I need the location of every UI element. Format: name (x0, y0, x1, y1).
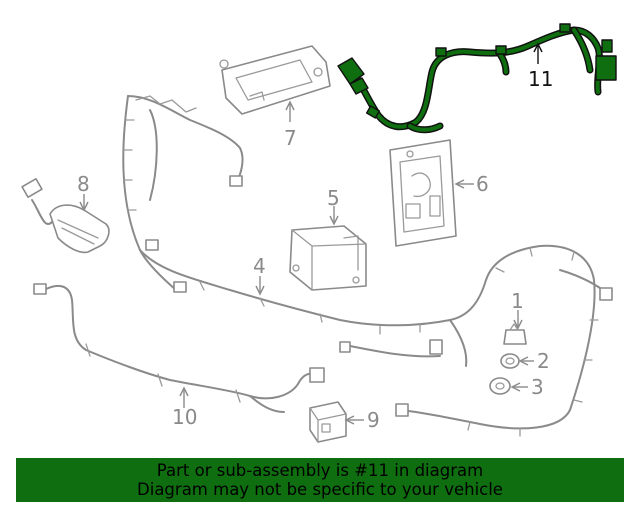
part-8-sensor-bracket[interactable] (21, 178, 110, 254)
part-4-main-harness[interactable] (122, 95, 613, 437)
callout-7: 7 (284, 126, 297, 150)
callout-2: 2 (537, 349, 550, 373)
parts-diagram: 11 7 6 5 8 4 1 2 3 10 9 (21, 23, 617, 443)
part-9-connector-block[interactable] (309, 401, 347, 443)
callout-4: 4 (253, 254, 266, 278)
part-2-grommet[interactable] (500, 353, 520, 369)
part-10-harness[interactable] (33, 283, 325, 413)
part-1-clip[interactable] (503, 323, 527, 345)
callout-9: 9 (367, 408, 380, 432)
notice-line-1: Part or sub-assembly is #11 in diagram (156, 461, 484, 480)
part-6-mounting-bracket[interactable] (389, 139, 457, 247)
callout-6: 6 (476, 172, 489, 196)
notice-line-2: Diagram may not be specific to your vehi… (137, 480, 503, 499)
part-5-sensor-module[interactable] (289, 225, 367, 291)
part-3-washer[interactable] (489, 377, 511, 395)
callout-3: 3 (531, 375, 544, 399)
callout-leaders (79, 42, 543, 425)
notice-banner: Part or sub-assembly is #11 in diagram D… (16, 458, 624, 502)
callout-1: 1 (511, 289, 524, 313)
part-7-module-bracket[interactable] (219, 45, 331, 115)
callout-5: 5 (327, 186, 340, 210)
part-11-wiring-harness[interactable] (337, 23, 617, 134)
callout-10: 10 (172, 405, 197, 429)
callout-8: 8 (77, 172, 90, 196)
callout-11: 11 (528, 67, 553, 91)
